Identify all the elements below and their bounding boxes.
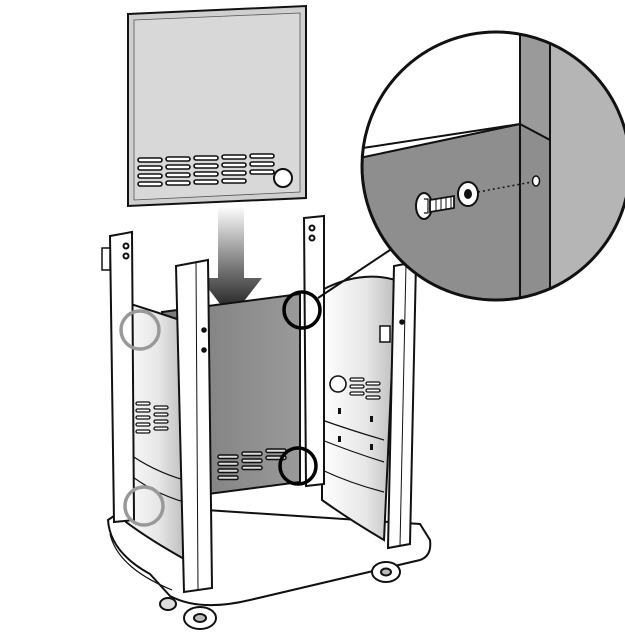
callout-gray-lower — [123, 485, 165, 527]
right-side-panel — [321, 275, 398, 542]
screw-hole — [531, 175, 541, 187]
wheel-back-left — [159, 597, 177, 611]
left-side-panel — [116, 298, 188, 562]
callout-circles — [119, 290, 322, 527]
back-panel — [127, 4, 307, 208]
panel-vents — [137, 153, 275, 187]
zoom-detail — [360, 30, 625, 302]
callout-gray-upper — [119, 309, 161, 351]
screw — [415, 192, 455, 220]
callout-black-upper — [282, 290, 322, 330]
panel-hole — [273, 168, 293, 188]
cart-wheels — [159, 561, 401, 630]
callout-black-lower — [278, 446, 318, 486]
washer — [457, 181, 479, 207]
zoom-leader-line — [317, 249, 391, 299]
alignment-dotted-line — [477, 181, 533, 193]
down-arrow — [200, 206, 262, 318]
